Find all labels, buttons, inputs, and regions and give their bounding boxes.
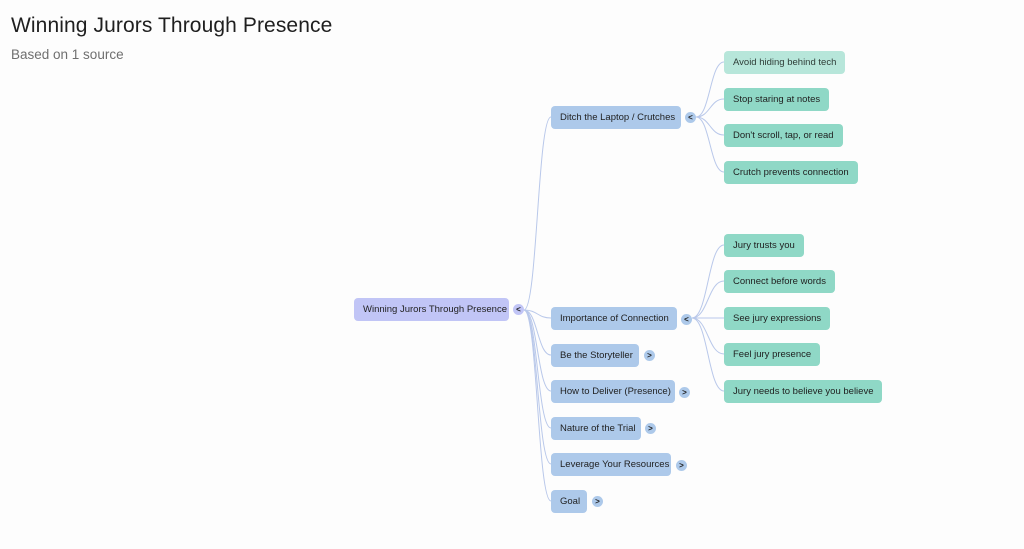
connector-line xyxy=(691,244,725,319)
expand-toggle-be-the-storyteller[interactable]: > xyxy=(644,350,655,361)
connector-line xyxy=(695,116,725,173)
branch-node-ditch-laptop[interactable]: Ditch the Laptop / Crutches xyxy=(551,106,681,129)
leaf-node[interactable]: See jury expressions xyxy=(724,307,831,330)
page-title: Winning Jurors Through Presence xyxy=(11,14,333,37)
leaf-node[interactable]: Feel jury presence xyxy=(724,343,821,366)
branch-node-importance-of-connection[interactable]: Importance of Connection xyxy=(551,307,677,330)
leaf-node[interactable]: Jury trusts you xyxy=(724,234,804,257)
expand-toggle-leverage-your-resources[interactable]: > xyxy=(676,460,687,471)
branch-node-how-to-deliver[interactable]: How to Deliver (Presence) xyxy=(551,380,675,403)
connector-line xyxy=(691,317,725,355)
collapse-toggle-importance-of-connection[interactable]: < xyxy=(681,314,692,325)
collapse-root-toggle[interactable]: < xyxy=(513,304,524,315)
leaf-node[interactable]: Jury needs to believe you believe xyxy=(724,380,883,403)
branch-node-leverage-your-resources[interactable]: Leverage Your Resources xyxy=(551,453,671,476)
connector-line xyxy=(523,309,552,319)
connector-line xyxy=(691,317,725,392)
leaf-node[interactable]: Stop staring at notes xyxy=(724,88,830,111)
leaf-node[interactable]: Avoid hiding behind tech xyxy=(724,51,846,74)
collapse-toggle-ditch-laptop[interactable]: < xyxy=(685,112,696,123)
connector-line xyxy=(695,61,725,118)
connector-line xyxy=(695,116,725,136)
connector-line xyxy=(695,98,725,118)
source-count: Based on 1 source xyxy=(11,47,124,62)
connector-line xyxy=(523,309,552,502)
mindmap-root-node[interactable]: Winning Jurors Through Presence xyxy=(354,298,509,321)
branch-node-goal[interactable]: Goal xyxy=(551,490,587,513)
connector-line xyxy=(523,116,552,311)
expand-toggle-nature-of-the-trial[interactable]: > xyxy=(645,423,656,434)
connector-line xyxy=(691,280,725,319)
expand-toggle-how-to-deliver[interactable]: > xyxy=(679,387,690,398)
connector-line xyxy=(523,309,552,392)
leaf-node[interactable]: Connect before words xyxy=(724,270,835,293)
leaf-node[interactable]: Crutch prevents connection xyxy=(724,161,858,184)
branch-node-nature-of-the-trial[interactable]: Nature of the Trial xyxy=(551,417,641,440)
leaf-node[interactable]: Don't scroll, tap, or read xyxy=(724,124,843,147)
expand-toggle-goal[interactable]: > xyxy=(592,496,603,507)
branch-node-be-the-storyteller[interactable]: Be the Storyteller xyxy=(551,344,639,367)
